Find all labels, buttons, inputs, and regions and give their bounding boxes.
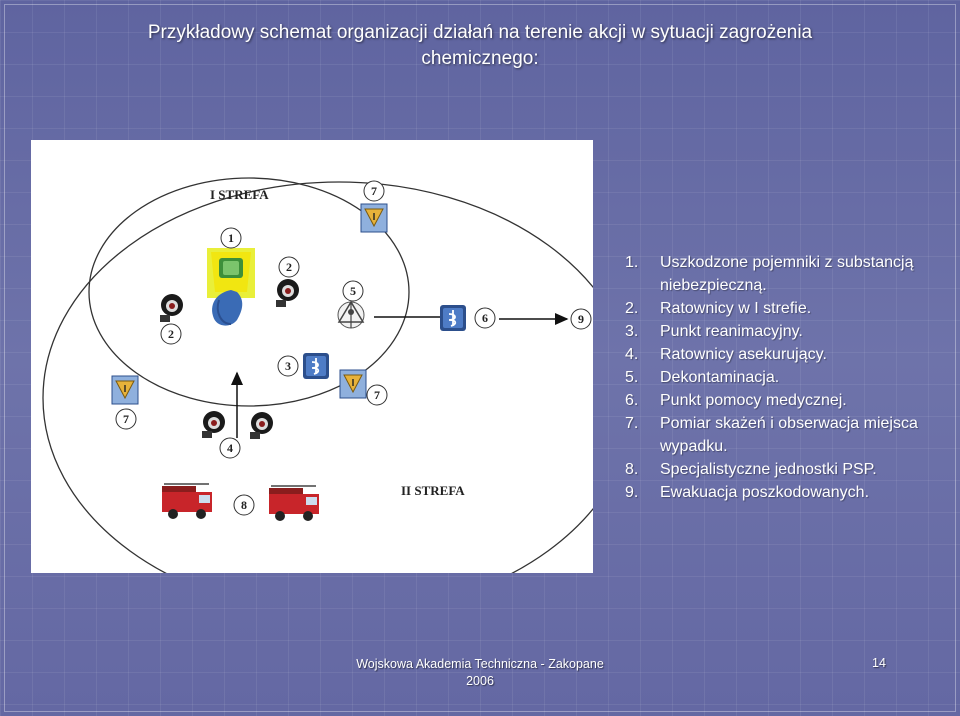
legend-item: 2.Ratownicy w I strefie. <box>625 300 812 317</box>
rescuer-right-icon <box>276 279 299 307</box>
slide-footer: Wojskowa Akademia Techniczna - Zakopane … <box>340 656 620 690</box>
marker-8: 8 <box>233 494 255 516</box>
legend-item: 6.Punkt pomocy medycznej. <box>625 392 847 409</box>
svg-text:2: 2 <box>168 327 174 341</box>
marker-2-left: 2 <box>160 323 182 345</box>
resuscitation-point-icon <box>303 353 329 379</box>
title-line-2: chemicznego: <box>421 48 539 69</box>
svg-text:9: 9 <box>578 312 584 326</box>
svg-text:7: 7 <box>123 412 129 426</box>
legend-item: 5.Dekontaminacja. <box>625 369 780 386</box>
zone-diagram: I STREFA II STREFA <box>31 140 593 573</box>
marker-3: 3 <box>277 355 299 377</box>
marker-4: 4 <box>219 437 241 459</box>
svg-text:7: 7 <box>371 184 377 198</box>
svg-text:4: 4 <box>227 441 233 455</box>
zone-2-label: II STREFA <box>401 483 465 498</box>
legend-item: 3.Punkt reanimacyjny. <box>625 323 803 340</box>
marker-7-left: 7 <box>115 408 137 430</box>
legend-item: 9.Ewakuacja poszkodowanych. <box>625 484 870 501</box>
slide-title: Przykładowy schemat organizacji działań … <box>60 20 900 72</box>
zone-1-boundary <box>88 177 410 407</box>
backup-rescuer-left-icon <box>202 411 225 438</box>
rescuer-left-icon <box>160 294 183 322</box>
svg-text:6: 6 <box>482 311 488 325</box>
legend-item: 7.Pomiar skażeń i obserwacja miejsca wyp… <box>625 415 918 455</box>
title-line-1: Przykładowy schemat organizacji działań … <box>147 22 813 43</box>
svg-text:5: 5 <box>350 284 356 298</box>
measurement-station-top-icon <box>360 203 388 233</box>
marker-7-right: 7 <box>366 384 388 406</box>
marker-1: 1 <box>220 227 242 249</box>
page-number: 14 <box>872 656 886 670</box>
svg-text:3: 3 <box>285 359 291 373</box>
measurement-station-left-icon <box>111 375 139 405</box>
fire-truck-left-icon <box>162 483 212 519</box>
footer-line-1: Wojskowa Akademia Techniczna - Zakopane <box>356 657 604 671</box>
fire-truck-right-icon <box>269 485 319 521</box>
marker-9: 9 <box>570 308 592 330</box>
legend-item: 8.Specjalistyczne jednostki PSP. <box>625 461 877 478</box>
zone-2-boundary <box>42 181 593 573</box>
svg-text:7: 7 <box>374 388 380 402</box>
legend-list: 1.Uszkodzone pojemniki z substancją nieb… <box>620 251 950 504</box>
marker-7-top: 7 <box>363 180 385 202</box>
zone-1-label: I STREFA <box>210 187 269 202</box>
backup-rescuer-right-icon <box>250 412 273 439</box>
legend-item: 1.Uszkodzone pojemniki z substancją nieb… <box>625 254 914 294</box>
decontamination-icon <box>337 300 365 329</box>
measurement-station-right-icon <box>339 369 367 399</box>
medical-point-icon <box>440 305 466 331</box>
svg-text:1: 1 <box>228 231 234 245</box>
marker-6: 6 <box>474 307 496 329</box>
svg-text:8: 8 <box>241 498 247 512</box>
legend-item: 4.Ratownicy asekurujący. <box>625 346 827 363</box>
marker-2-right: 2 <box>278 256 300 278</box>
svg-text:2: 2 <box>286 260 292 274</box>
hazard-container-icon <box>207 248 255 326</box>
footer-line-2: 2006 <box>466 674 494 688</box>
marker-5: 5 <box>342 280 364 302</box>
